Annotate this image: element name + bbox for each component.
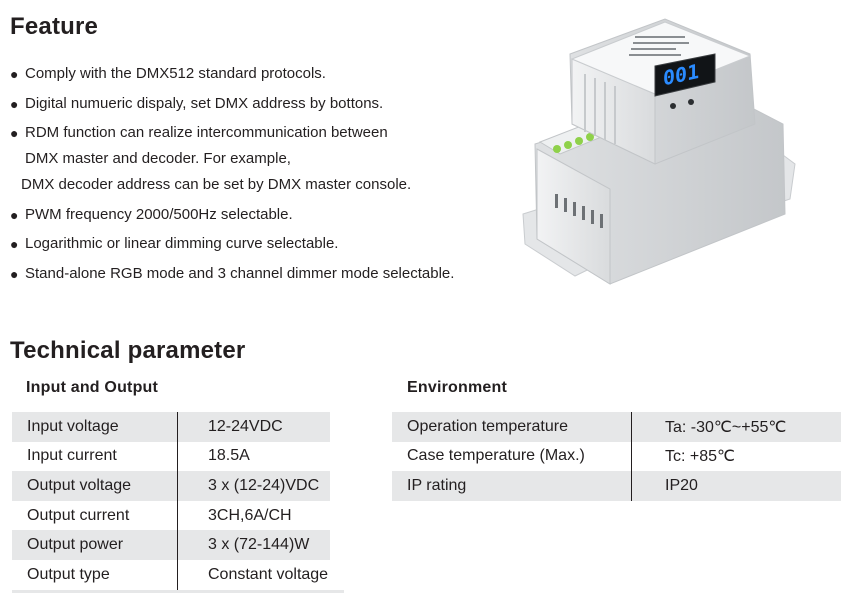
feature-text-line3: DMX decoder address can be set by DMX ma… <box>21 176 412 193</box>
param-name: Output type <box>12 559 178 590</box>
feature-text-line2: DMX master and decoder. For example, <box>25 150 291 167</box>
bullet-icon: ● <box>10 66 19 82</box>
param-value: 12-24VDC <box>177 412 330 442</box>
technical-parameter-heading: Technical parameter <box>10 337 246 364</box>
table-row: Output current 3CH,6A/CH <box>12 500 330 531</box>
param-name: Operation temperature <box>392 412 632 442</box>
feature-item: ● Stand-alone RGB mode and 3 channel dimm… <box>10 264 454 284</box>
param-name: Output current <box>12 500 178 531</box>
bullet-icon: ● <box>10 236 19 252</box>
param-name: Case temperature (Max.) <box>392 441 632 472</box>
feature-heading: Feature <box>10 13 99 40</box>
feature-text: Logarithmic or linear dimming curve sele… <box>25 235 339 252</box>
feature-item: ● RDM function can realize intercommunica… <box>10 123 454 195</box>
feature-text: RDM function can realize intercommunicat… <box>25 124 388 141</box>
bullet-icon: ● <box>10 95 19 112</box>
param-value: Constant voltage <box>208 565 329 583</box>
param-value: Tc: +85℃ <box>665 448 735 466</box>
table-bottom-divider <box>12 590 344 593</box>
param-name: Output voltage <box>12 471 178 501</box>
bullet-icon: ● <box>10 265 19 282</box>
bullet-icon: ● <box>10 125 19 141</box>
param-name: Output power <box>12 530 178 560</box>
feature-item: ● Digital numueric dispaly, set DMX addre… <box>10 94 454 114</box>
feature-item: ● PWM frequency 2000/500Hz selectable. <box>10 205 454 225</box>
param-name: Input voltage <box>12 412 178 442</box>
param-value: 3 x (72-144)W <box>177 530 330 560</box>
dmx-decoder-product-image: 001 <box>522 18 796 285</box>
table-row: Output type Constant voltage <box>12 559 330 590</box>
param-value: 18.5A <box>208 447 250 465</box>
table-row: Input current 18.5A <box>12 441 330 472</box>
feature-text: Stand-alone RGB mode and 3 channel dimme… <box>25 264 455 282</box>
param-value: 3CH,6A/CH <box>208 506 292 524</box>
feature-text: Digital numueric dispaly, set DMX addres… <box>25 94 384 112</box>
table-row: Case temperature (Max.) Tc: +85℃ <box>392 441 841 472</box>
input-output-heading: Input and Output <box>26 379 159 396</box>
param-name: IP rating <box>392 471 632 501</box>
feature-text: Comply with the DMX512 standard protocol… <box>25 65 326 82</box>
feature-item: ● Logarithmic or linear dimming curve sel… <box>10 234 454 254</box>
environment-heading: Environment <box>407 379 507 396</box>
feature-list: ● Comply with the DMX512 standard protoco… <box>10 64 454 293</box>
feature-item: ● Comply with the DMX512 standard protoco… <box>10 64 454 84</box>
param-value: IP20 <box>631 471 841 501</box>
feature-text: PWM frequency 2000/500Hz selectable. <box>25 205 293 223</box>
param-value: Ta: -30℃~+55℃ <box>631 412 841 442</box>
bullet-icon: ● <box>10 206 19 223</box>
param-value: 3 x (12-24)VDC <box>177 471 330 501</box>
param-name: Input current <box>12 441 178 472</box>
